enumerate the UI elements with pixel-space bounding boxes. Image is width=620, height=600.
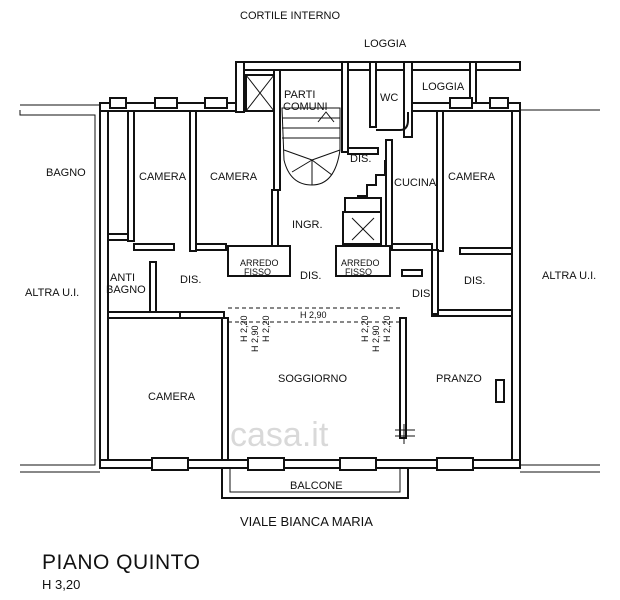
label-bagno-small: BAGNO [106,284,146,296]
height-h290-b: H 2,90 [371,325,381,352]
wall-cucina-east [436,110,444,252]
label-dis-center: DIS. [300,270,321,282]
wall-outer-south [99,459,521,469]
stair-tread [291,159,313,173]
wall-dis-south [179,311,225,319]
windows-north [109,97,509,109]
wall-dis-right [401,269,423,277]
label-dis-left: DIS. [180,274,201,286]
balcony-inner [229,468,401,493]
label-comuni: COMUNI [283,101,328,113]
wall-loggia-mid [469,61,477,104]
wall-dis-right-west [431,249,439,315]
label-camera-4: CAMERA [148,391,196,403]
wall-camera1-south [133,243,175,251]
label-balcone: BALCONE [290,480,343,492]
label-loggia-top: LOGGIA [364,38,407,50]
elevator2-door [344,197,382,213]
wall-camera3-south [459,247,513,255]
label-camera-1: CAMERA [139,171,187,183]
wall-antibagno-east [149,261,157,313]
wall-core-north [235,61,413,71]
floor-title: PIANO QUINTO [42,551,201,574]
label-soggiorno: SOGGIORNO [278,373,348,385]
wall-core-west [235,61,245,113]
height-h290-a: H 2,90 [250,325,260,352]
label-altra-left: ALTRA U.I. [25,287,79,299]
label-dis-top: DIS. [350,153,371,165]
wall-cucina-south [391,243,433,251]
elevator-x2 [245,74,275,112]
stair-tread [311,159,333,176]
neighbor-outline-left [19,110,96,466]
wall-dis-stub [347,147,379,155]
label-arredo-1b: FISSO [244,267,271,277]
label-arredo-2b: FISSO [345,267,372,277]
arredo-fisso-right [335,245,391,277]
wall-camera2-east [271,189,279,251]
wall-core-west-inner [273,69,281,191]
height-h220-d: H 2,20 [382,315,392,342]
label-dis-far-right: DIS. [464,275,485,287]
height-h220-a: H 2,20 [239,315,249,342]
staircase-outline [281,107,341,186]
stair-tread [283,149,313,161]
pranzo-side-window [495,379,505,403]
arredo-fisso-left [227,245,291,277]
label-camera-2: CAMERA [210,171,258,183]
wall-core-east [341,61,349,153]
wall-soggiorno-east [399,317,407,439]
balcony-outline [221,468,409,499]
height-h220-c: H 2,20 [360,315,370,342]
wall-outer-east [511,102,521,469]
label-arredo-1a: ARREDO [240,258,279,268]
wall-camera1-east [189,110,197,252]
label-cortile: CORTILE INTERNO [240,10,340,22]
height-h290-top: H 2,90 [300,310,327,320]
wall-camera2-south [195,243,227,251]
stair-arrow [317,111,335,123]
label-loggia-right: LOGGIA [422,81,465,93]
wall-wc-west [369,61,377,128]
label-camera-3: CAMERA [448,171,496,183]
watermark-text: casa.it [230,416,329,454]
wall-bagno-east [127,110,135,242]
label-ingr: INGR. [292,219,323,231]
wall-soggiorno-west [221,317,229,461]
stair-tread [311,149,341,161]
height-h220-b: H 2,20 [261,315,271,342]
wall-wc-curve [376,112,409,131]
wall-loggia-top [411,61,521,71]
wall-cucina-west [385,139,393,251]
label-dis-right: DIS. [412,288,433,300]
label-wc: WC [380,92,398,104]
label-pranzo: PRANZO [436,373,482,385]
floor-height: H 3,20 [42,577,81,592]
label-cucina: CUCINA [394,177,437,189]
wall-wc-east [403,61,413,138]
label-bagno: BAGNO [46,167,86,179]
neighbor-outline-right [519,109,600,466]
label-altra-right: ALTRA U.I. [542,270,596,282]
label-street: VIALE BIANCA MARIA [240,514,373,529]
label-anti: ANTI [110,272,135,284]
label-arredo-2a: ARREDO [341,258,380,268]
label-parti: PARTI [284,89,315,101]
elevator2-x2 [351,217,375,241]
windows-south [151,457,474,471]
wall-pranzo-north [431,309,513,317]
wall-bagno-south [107,233,129,241]
